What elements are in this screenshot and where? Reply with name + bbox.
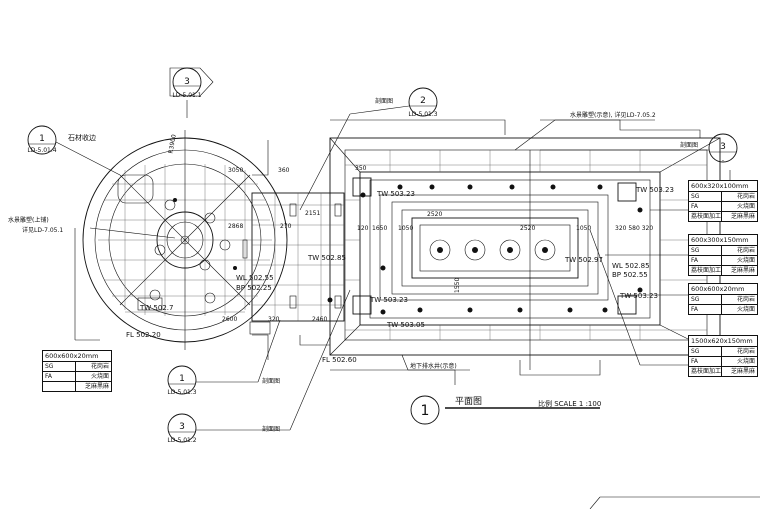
callout-right-ref: -	[722, 157, 724, 164]
section-label-b1: 剖面图	[262, 377, 280, 385]
dim-1550: 1550	[454, 278, 461, 293]
dim-2520b: 2520	[520, 225, 535, 232]
callout-bottom-2: 3 LD-5.01.2	[167, 289, 351, 444]
material-spec: 600x600x20mm	[689, 284, 757, 295]
callout-bottom-2-number: 3	[179, 422, 185, 432]
water-feature-left-label-1: 水景雕塑(上铺)	[8, 216, 49, 224]
dim-120: 120	[357, 225, 369, 232]
dimension-labels: 3050 360 2868 2151 270 350 2520 2520 105…	[222, 165, 653, 323]
water-feature-right-label: 水景雕塑(示意), 详见LD-7.05.2	[570, 111, 656, 119]
elev-tw-4: TW 503.23	[635, 186, 674, 194]
dim-1050b: 1050	[576, 225, 591, 232]
elev-tw-6: TW 503.05	[386, 321, 425, 329]
radius-label: R3900	[167, 134, 177, 155]
elevation-labels: TW 503.23 TW 502.85 TW 502.97 TW 503.23 …	[126, 186, 674, 364]
material-spec: 1500x620x150mm	[689, 336, 757, 347]
elev-wl-1: WL 502.55	[236, 274, 274, 282]
callout-mid-number: 2	[420, 96, 426, 106]
walkway	[251, 140, 345, 360]
callout-right: 3 -	[640, 133, 738, 164]
material-spec: 600x300x150mm	[689, 235, 757, 246]
leader-lines	[74, 119, 688, 371]
callout-top-number: 3	[184, 77, 190, 87]
callout-mid-ref: LD-5.01.3	[408, 111, 437, 118]
callout-left: 1 LD-5.01.4	[27, 125, 121, 176]
drain-note-label: 地下排水井(示意)	[410, 362, 457, 370]
callout-left-ref: LD-5.01.4	[27, 147, 56, 154]
annotation-labels: 石材收边 水景雕塑(上铺) 详见LD-7.05.1 水景雕塑(示意), 详见LD…	[8, 97, 698, 433]
section-label-right: 剖面图	[680, 141, 698, 149]
dim-2520: 2520	[427, 211, 442, 218]
dim-1650: 1650	[372, 225, 387, 232]
drawing-title: 平面图	[455, 396, 482, 407]
dim-2151: 2151	[305, 210, 320, 217]
callout-left-number: 1	[39, 134, 45, 144]
elev-tw-3: TW 502.97	[564, 256, 603, 264]
corner-pillars	[352, 177, 637, 315]
stone-edge-label: 石材收边	[68, 133, 96, 142]
dim-2460: 2460	[312, 316, 327, 323]
water-feature-left-label-2: 详见LD-7.05.1	[22, 226, 63, 234]
drawing-scale: 比例 SCALE 1 :100	[538, 399, 601, 408]
dim-2600: 2600	[222, 316, 237, 323]
elev-tw-2: TW 502.85	[307, 254, 346, 262]
section-label-b2: 剖面图	[262, 425, 280, 433]
callout-right-number: 3	[720, 142, 726, 152]
dim-3050: 3050	[228, 167, 243, 174]
elev-tw-7: TW 502.7	[139, 304, 173, 312]
dim-2868: 2868	[228, 223, 243, 230]
dim-1050: 1050	[398, 225, 413, 232]
material-spec: 600x600x20mm	[43, 351, 111, 362]
dim-360: 360	[278, 167, 290, 174]
dim-320: 320	[268, 316, 280, 323]
elev-fl-1: FL 502.20	[126, 331, 161, 339]
elev-tw-1: TW 503.23	[376, 190, 415, 198]
elev-fl-2: FL 502.60	[322, 356, 357, 364]
callout-bottom-1-ref: LD-5.01.3	[167, 389, 196, 396]
elev-tw-8: TW 503.23	[619, 292, 658, 300]
callout-bottom-2-ref: LD-5.01.2	[167, 437, 196, 444]
dim-350: 350	[355, 165, 367, 172]
elev-tw-5: TW 503.23	[369, 296, 408, 304]
dim-320-580-320: 320 580 320	[615, 225, 653, 232]
elev-wl-2: WL 502.85	[612, 262, 650, 270]
circular-plaza	[82, 130, 288, 350]
elev-bp-1: BP 502.25	[236, 284, 272, 292]
section-label-mid: 剖面图	[375, 97, 393, 105]
title-block: 1 平面图 比例 SCALE 1 :100	[410, 395, 601, 425]
callout-top-ref: LD-5.01.1	[172, 92, 201, 99]
rectangular-pool	[329, 119, 740, 385]
callout-bottom-1-number: 1	[179, 374, 185, 384]
elev-bp-2: BP 502.55	[612, 271, 648, 279]
fountain-jets	[429, 239, 556, 261]
title-number: 1	[421, 403, 430, 419]
material-spec: 600x320x100mm	[689, 181, 757, 192]
dim-270: 270	[280, 223, 292, 230]
callout-bottom-1: 1 LD-5.01.3	[167, 319, 281, 396]
callout-mid: 2 LD-5.01.3	[299, 87, 438, 211]
callout-top: 3 LD-5.01.1	[169, 67, 214, 118]
